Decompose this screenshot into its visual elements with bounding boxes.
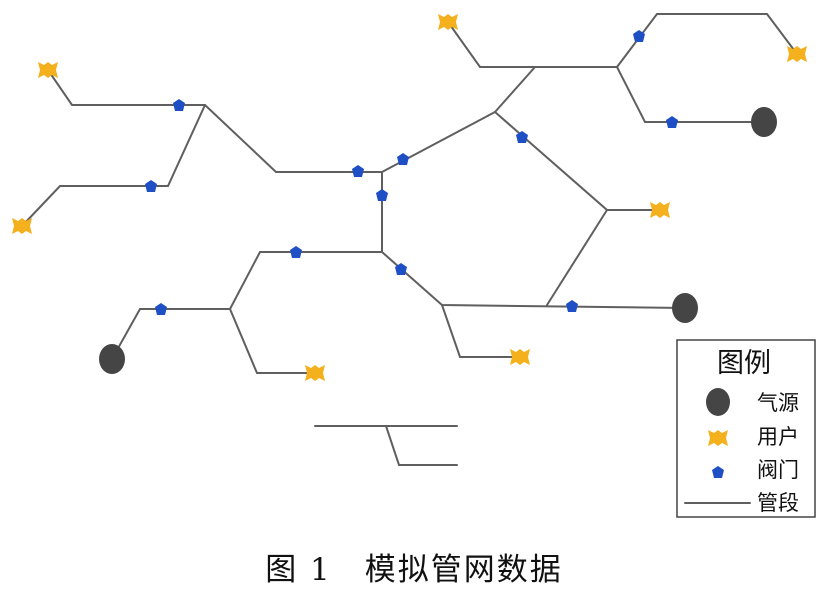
pipe-segment [111, 308, 231, 360]
legend-user-symbol [708, 430, 728, 446]
figure-caption: 图 1 模拟管网数据 [265, 552, 563, 588]
user-node [787, 46, 807, 62]
valve-node [633, 30, 645, 42]
user-node [510, 349, 530, 365]
valve-node [290, 246, 302, 258]
legend-box [676, 339, 816, 518]
valve-node [155, 303, 167, 315]
legend-valve-symbol [712, 466, 724, 478]
pipe-segment [616, 66, 765, 123]
pipe-segment [494, 111, 609, 306]
user-node [438, 14, 458, 30]
user-nodes [12, 14, 807, 381]
pipe-segment [381, 251, 686, 309]
valve-node [516, 131, 528, 143]
gas-source-node [751, 107, 777, 137]
pipe-segment [385, 425, 458, 466]
gas-source-node [672, 293, 698, 323]
legend-label-user: 用户 [757, 425, 799, 449]
valve-node [395, 263, 407, 275]
valve-node [352, 165, 364, 177]
valve-nodes [145, 30, 678, 315]
user-node [12, 218, 32, 234]
pipe-segment [441, 304, 521, 358]
valve-node [566, 300, 578, 312]
valve-node [173, 99, 185, 111]
user-node [38, 62, 58, 78]
pipe-segment [494, 66, 536, 113]
legend-label-source: 气源 [757, 391, 799, 415]
valve-node [666, 116, 678, 128]
legend-label-valve: 阀门 [757, 458, 799, 482]
legend: 图例 气源 用户 阀门 管段 [676, 339, 816, 518]
user-node [650, 202, 670, 218]
legend-source-symbol [706, 388, 730, 416]
gas-sources [99, 107, 777, 374]
valve-node [376, 189, 388, 201]
pipe-segment [229, 251, 383, 310]
pipe-segment [204, 104, 383, 173]
valve-node [397, 153, 409, 165]
pipe-segment [447, 21, 618, 68]
pipe-segment [21, 104, 206, 227]
gas-source-node [99, 344, 125, 374]
pipe-segment [47, 69, 206, 106]
pipe-segment [229, 308, 316, 374]
legend-label-pipe: 管段 [757, 491, 799, 515]
pipe-segment [616, 13, 798, 68]
valve-node [145, 180, 157, 192]
legend-title: 图例 [717, 348, 771, 379]
user-node [305, 365, 325, 381]
